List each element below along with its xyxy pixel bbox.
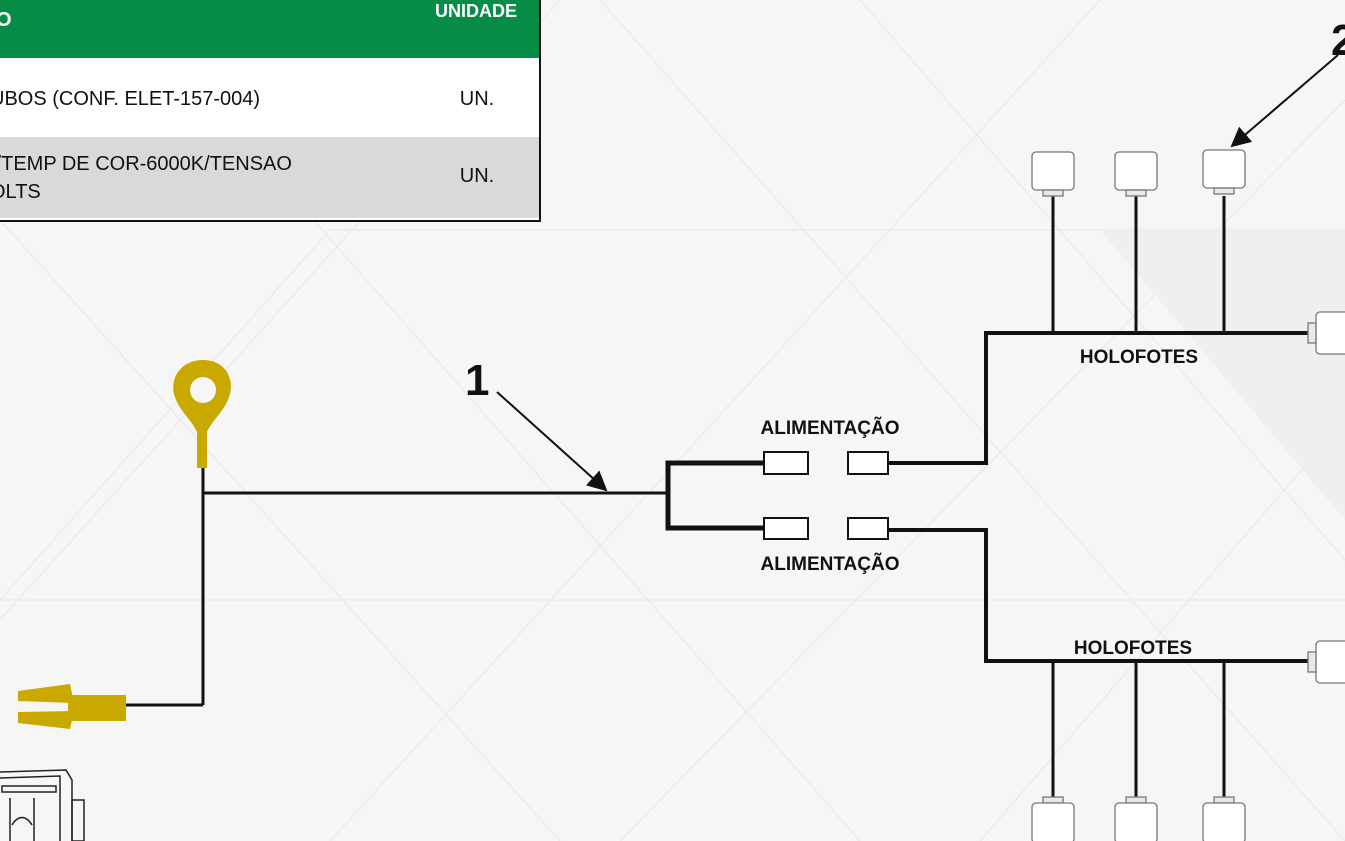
floodlights-bottom <box>1031 640 1345 841</box>
main-cable <box>126 468 668 707</box>
floodlight-icon <box>1031 796 1075 841</box>
row-unit: UN. <box>459 165 495 187</box>
row-unit: UN. <box>459 88 495 110</box>
callout-number-1: 1 <box>465 356 489 405</box>
floodlight-icon <box>1114 796 1158 841</box>
connector-male-bottom <box>763 517 809 540</box>
table-row: UBOS (CONF. ELET-157-004) UN. <box>0 58 539 137</box>
panel-icon <box>0 769 85 841</box>
floodlight-icon <box>1114 151 1158 197</box>
floodlight-drops <box>1051 196 1226 800</box>
floodlight-icon <box>1031 151 1075 197</box>
header-unit: UNIDADE <box>434 1 517 21</box>
connector-female-top <box>847 451 889 475</box>
row-description: UBOS (CONF. ELET-157-004) <box>0 88 261 110</box>
callout-arrow-1 <box>496 391 608 492</box>
connector-female-bottom <box>847 517 889 540</box>
ground-rod-icon <box>18 684 126 729</box>
floodlight-icon <box>1202 796 1246 841</box>
ring-terminal-icon <box>173 360 231 468</box>
floodlights-label-bottom: HOLOFOTES <box>1074 638 1192 659</box>
callout-number-2: 2 <box>1331 16 1345 65</box>
floodlights-label-top: HOLOFOTES <box>1080 347 1198 368</box>
power-label-top: ALIMENTAÇÃO <box>761 417 900 439</box>
floodlight-cables <box>888 331 1310 663</box>
floodlight-icon <box>1307 311 1345 355</box>
table-header: O UNIDADE <box>0 0 539 58</box>
floodlights-top <box>1031 149 1345 355</box>
power-connectors <box>763 451 889 540</box>
connector-male-top <box>763 451 809 475</box>
header-description: O <box>0 9 12 32</box>
floodlight-icon <box>1307 640 1345 684</box>
callout-arrow-2 <box>1230 54 1339 148</box>
materials-table: O UNIDADE UBOS (CONF. ELET-157-004) UN. … <box>0 0 541 222</box>
floodlight-icon <box>1202 149 1246 195</box>
power-label-bottom: ALIMENTAÇÃO <box>761 553 900 575</box>
cable-splitter <box>665 460 764 531</box>
